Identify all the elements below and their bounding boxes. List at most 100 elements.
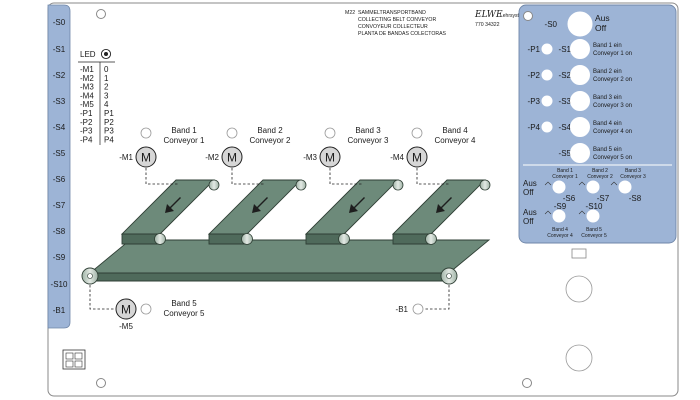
led-legend-value: 0 xyxy=(104,65,109,74)
off-switch-button[interactable] xyxy=(552,180,566,194)
left-pin-label: -S2 xyxy=(53,71,66,80)
button-tag: -S3 xyxy=(559,97,572,106)
status-led xyxy=(411,127,423,139)
left-pin-label: -S0 xyxy=(53,18,66,27)
indicator-lamp xyxy=(541,95,553,107)
conveyor-on-button-5[interactable] xyxy=(570,143,590,163)
conveyor-on-button-2[interactable] xyxy=(570,65,590,85)
led-legend-signal: -M2 xyxy=(80,74,94,83)
switch-tag: -S9 xyxy=(554,202,567,211)
title-en: COLLECTING BELT CONVEYOR xyxy=(358,17,436,23)
conveyor-on-button-3[interactable] xyxy=(570,91,590,111)
led-legend-value: P3 xyxy=(104,127,114,136)
indicator-lamp xyxy=(541,43,553,55)
roller-icon xyxy=(392,179,404,191)
indicator-lamp xyxy=(541,69,553,81)
conveyor-label: Conveyor 1 xyxy=(164,136,205,145)
lamp-tag: -P4 xyxy=(528,123,541,132)
button-label-de: Band 4 ein xyxy=(593,121,622,127)
lamp-tag: -P3 xyxy=(528,97,541,106)
motor-tag: -M4 xyxy=(390,153,404,162)
roller-icon xyxy=(208,179,220,191)
motor-tag: -M2 xyxy=(205,153,219,162)
left-pin-strip xyxy=(47,4,71,329)
master-off-button[interactable] xyxy=(567,11,593,37)
band-label: Band 1 xyxy=(171,126,197,135)
switch-header-en: Conveyor 1 xyxy=(552,174,578,180)
switch-header-en: Conveyor 3 xyxy=(620,174,646,180)
motor-icon xyxy=(319,146,341,168)
button-label-de: Band 1 ein xyxy=(593,43,622,49)
left-pin-label: -S5 xyxy=(53,149,66,158)
brand-logo: ELWE xyxy=(474,10,503,20)
lamp-tag: -P2 xyxy=(528,71,541,80)
button-label-en: Conveyor 1 on xyxy=(593,51,632,57)
switch-symbol-icon xyxy=(610,181,618,186)
button-tag: -S5 xyxy=(559,149,572,158)
off-switch-button[interactable] xyxy=(586,209,600,223)
switch-header-de: Band 5 xyxy=(586,227,602,233)
switch-header-en: Conveyor 4 xyxy=(547,233,573,239)
motor-symbol: M xyxy=(227,151,237,165)
sensor-led xyxy=(412,303,424,315)
collector-belt xyxy=(81,239,491,285)
title-de: SAMMELTRANSPORTBAND xyxy=(358,10,426,16)
switch-tag: -S10 xyxy=(586,202,603,211)
off-switch-button[interactable] xyxy=(618,180,632,194)
switch-symbol-icon xyxy=(544,181,552,186)
aus-label: Aus xyxy=(523,208,537,217)
led-legend-signal: -P1 xyxy=(80,109,93,118)
led-icon-center xyxy=(104,52,108,56)
off-switch-button[interactable] xyxy=(552,209,566,223)
button-label-de: Band 2 ein xyxy=(593,69,622,75)
led-legend-value: 3 xyxy=(104,91,109,100)
switch-header-de: Band 2 xyxy=(592,168,608,174)
lamp-tag: -P1 xyxy=(528,45,541,54)
led-legend-signal: -M4 xyxy=(80,91,94,100)
band-5-label: Band 5 xyxy=(171,299,197,308)
switch-header-en: Conveyor 2 xyxy=(587,174,613,180)
title-es: PLANTA DE BANDAS COLECTORAS xyxy=(358,31,447,37)
switch-symbol-icon xyxy=(578,210,586,215)
left-pin-label: -S10 xyxy=(51,280,68,289)
motor-m5: M -M5 Band 5 Conveyor 5 xyxy=(89,285,205,331)
cutout xyxy=(571,248,587,259)
switch-tag: -S8 xyxy=(629,194,642,203)
mount-hole-icon xyxy=(96,9,106,19)
sensor-b1: -B1 xyxy=(396,285,450,315)
sensor-tag-b1: -B1 xyxy=(396,305,409,314)
motor-icon xyxy=(406,146,428,168)
switch-symbol-icon xyxy=(544,210,552,215)
brand-suffix: Lehrsysteme xyxy=(500,13,529,19)
button-tag: -S1 xyxy=(559,45,572,54)
switch-header-en: Conveyor 5 xyxy=(581,233,607,239)
button-label-en: Conveyor 3 on xyxy=(593,103,632,109)
off-switch-button[interactable] xyxy=(586,180,600,194)
led-legend-value: 1 xyxy=(104,74,109,83)
aus-label: Aus xyxy=(523,179,537,188)
model-number: M22 xyxy=(345,10,355,16)
led-legend-signal: -P2 xyxy=(80,118,93,127)
left-pin-label: -S8 xyxy=(53,227,66,236)
band-label: Band 3 xyxy=(355,126,381,135)
band-label: Band 2 xyxy=(257,126,283,135)
mount-hole-icon xyxy=(522,378,532,388)
conveyor-on-button-1[interactable] xyxy=(570,39,590,59)
switch-header-de: Band 3 xyxy=(625,168,641,174)
button-tag: -S2 xyxy=(559,71,572,80)
button-label-de: Band 3 ein xyxy=(593,95,622,101)
connector-icon xyxy=(62,349,86,370)
master-off-label-en: Off xyxy=(595,23,607,33)
master-off-label-de: Aus xyxy=(595,13,610,23)
roller-icon xyxy=(154,233,166,245)
roller-icon xyxy=(241,233,253,245)
conveyor-on-button-4[interactable] xyxy=(570,117,590,137)
led-legend-value: P4 xyxy=(104,135,114,144)
switch-tag: -S6 xyxy=(563,194,576,203)
arrow-down-icon xyxy=(436,197,452,213)
led-legend-signal: -M3 xyxy=(80,83,94,92)
